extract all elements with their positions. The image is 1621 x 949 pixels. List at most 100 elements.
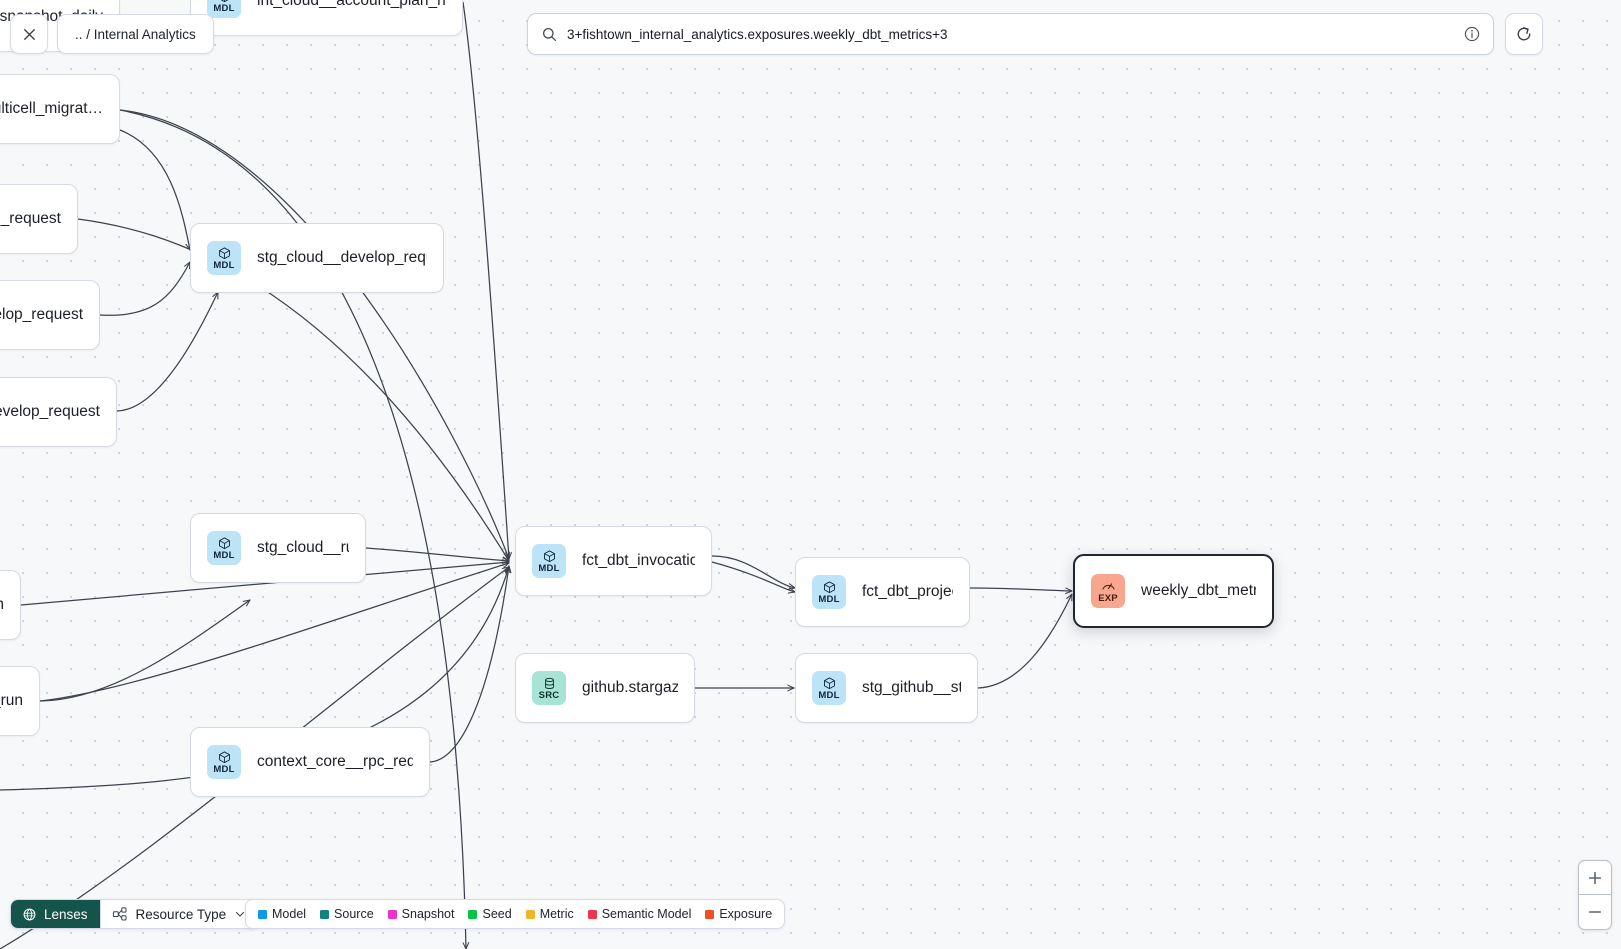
node-type-badge: SRC <box>532 671 566 705</box>
graph-edge <box>711 561 795 592</box>
lens-controls-group: Lenses Resource Type <box>10 899 259 929</box>
graph-node[interactable]: SRC github.stargazers <box>515 653 695 723</box>
graph-node[interactable]: p_request <box>0 184 78 254</box>
resource-type-label: Resource Type <box>135 906 227 922</box>
node-label: weekly_dbt_metrics <box>1141 582 1256 599</box>
model-cube-icon <box>823 677 835 690</box>
legend-item[interactable]: Exposure <box>705 907 772 921</box>
legend-swatch <box>320 909 330 919</box>
graph-edge <box>711 555 795 588</box>
legend-item[interactable]: Metric <box>525 907 574 921</box>
legend-item[interactable]: Seed <box>468 907 512 921</box>
node-label: multicell_migrat… <box>0 100 103 117</box>
node-type-badge: MDL <box>207 745 241 779</box>
legend-label: Exposure <box>719 907 773 921</box>
node-type-abbr: MDL <box>213 764 235 775</box>
lenses-label: Lenses <box>44 906 88 922</box>
plus-icon <box>1588 871 1602 884</box>
graph-edge <box>977 594 1073 689</box>
resource-type-icon <box>112 907 127 921</box>
top-toolbar: .. / Internal Analytics <box>0 0 1621 68</box>
resource-type-button[interactable]: Resource Type <box>99 900 258 928</box>
legend-label: Source <box>334 907 374 921</box>
graph-node[interactable]: MDL stg_cloud__develop_requests <box>190 223 444 293</box>
node-label: fct_dbt_invocations <box>582 552 695 569</box>
zoom-controls <box>1578 860 1612 930</box>
close-icon <box>23 28 35 40</box>
graph-edge <box>116 292 219 412</box>
node-type-abbr: MDL <box>213 260 235 271</box>
search-icon <box>542 27 557 41</box>
zoom-out-button[interactable] <box>1579 895 1611 929</box>
model-cube-icon <box>218 247 230 260</box>
graph-edge <box>20 562 509 606</box>
graph-edge <box>119 109 509 559</box>
node-type-abbr: MDL <box>213 550 235 561</box>
node-label: stg_cloud__develop_requests <box>257 249 427 266</box>
search-bar[interactable] <box>527 13 1494 55</box>
node-label: _run <box>0 692 23 709</box>
zoom-in-button[interactable] <box>1579 861 1611 895</box>
legend-swatch <box>468 909 478 919</box>
close-button[interactable] <box>10 14 48 54</box>
lens-icon <box>23 908 36 920</box>
node-type-badge: MDL <box>207 531 241 565</box>
graph-node[interactable]: _develop_request <box>0 377 117 447</box>
graph-edge <box>462 1 509 559</box>
graph-edge <box>969 588 1072 591</box>
graph-node[interactable]: EXP weekly_dbt_metrics <box>1073 554 1274 628</box>
graph-node[interactable]: _run <box>0 666 40 736</box>
legend-item[interactable]: Snapshot <box>387 907 455 921</box>
graph-edge <box>39 600 250 702</box>
minus-icon <box>1588 911 1602 913</box>
graph-node[interactable]: MDL fct_dbt_projects <box>795 557 970 627</box>
graph-node[interactable]: MDL fct_dbt_invocations <box>515 526 712 596</box>
refresh-button[interactable] <box>1505 13 1543 55</box>
breadcrumb[interactable]: .. / Internal Analytics <box>57 14 214 54</box>
node-type-badge: MDL <box>532 544 566 578</box>
legend-label: Metric <box>539 907 574 921</box>
node-type-abbr: MDL <box>818 690 840 701</box>
node-label: n <box>0 596 4 614</box>
model-cube-icon <box>543 550 555 563</box>
legend-label: Seed <box>482 907 512 921</box>
bottom-toolbar: Lenses Resource Type Model Source Snapshot… <box>0 860 1621 949</box>
search-input[interactable] <box>567 26 1463 42</box>
graph-edge <box>39 563 509 702</box>
node-label: github.stargazers <box>582 679 678 696</box>
refresh-icon <box>1517 27 1531 41</box>
graph-node[interactable]: MDL stg_cloud__runs <box>190 513 366 583</box>
node-type-abbr: MDL <box>213 3 235 14</box>
legend-label: Model <box>272 907 307 921</box>
legend-swatch <box>387 909 397 919</box>
node-type-abbr: MDL <box>538 563 560 574</box>
legend-item[interactable]: Model <box>258 907 306 921</box>
exposure-gauge-icon <box>1101 583 1115 590</box>
resource-type-legend: Model Source Snapshot Seed Metric Semantic Mo… <box>245 899 786 929</box>
legend-swatch <box>258 909 267 919</box>
info-icon[interactable] <box>1463 25 1481 43</box>
lenses-button[interactable]: Lenses <box>11 900 100 928</box>
legend-swatch <box>525 909 535 919</box>
graph-node[interactable]: multicell_migrat… <box>0 74 120 144</box>
model-cube-icon <box>220 0 228 3</box>
legend-item[interactable]: Source <box>320 907 374 921</box>
node-type-badge: MDL <box>812 671 846 705</box>
node-label: fct_dbt_projects <box>862 583 953 600</box>
legend-swatch <box>705 909 715 919</box>
node-type-abbr: EXP <box>1098 593 1118 604</box>
graph-node[interactable]: velop_request <box>0 280 100 350</box>
graph-edge <box>365 547 509 561</box>
node-type-badge: MDL <box>812 575 846 609</box>
graph-node[interactable]: n <box>0 570 21 640</box>
node-label: stg_cloud__runs <box>257 539 349 556</box>
legend-item[interactable]: Semantic Model <box>587 907 691 921</box>
graph-node[interactable]: MDL stg_github__stars <box>795 653 978 723</box>
graph-edge <box>99 262 190 316</box>
node-label: stg_github__stars <box>862 679 961 696</box>
legend-label: Snapshot <box>401 907 455 921</box>
